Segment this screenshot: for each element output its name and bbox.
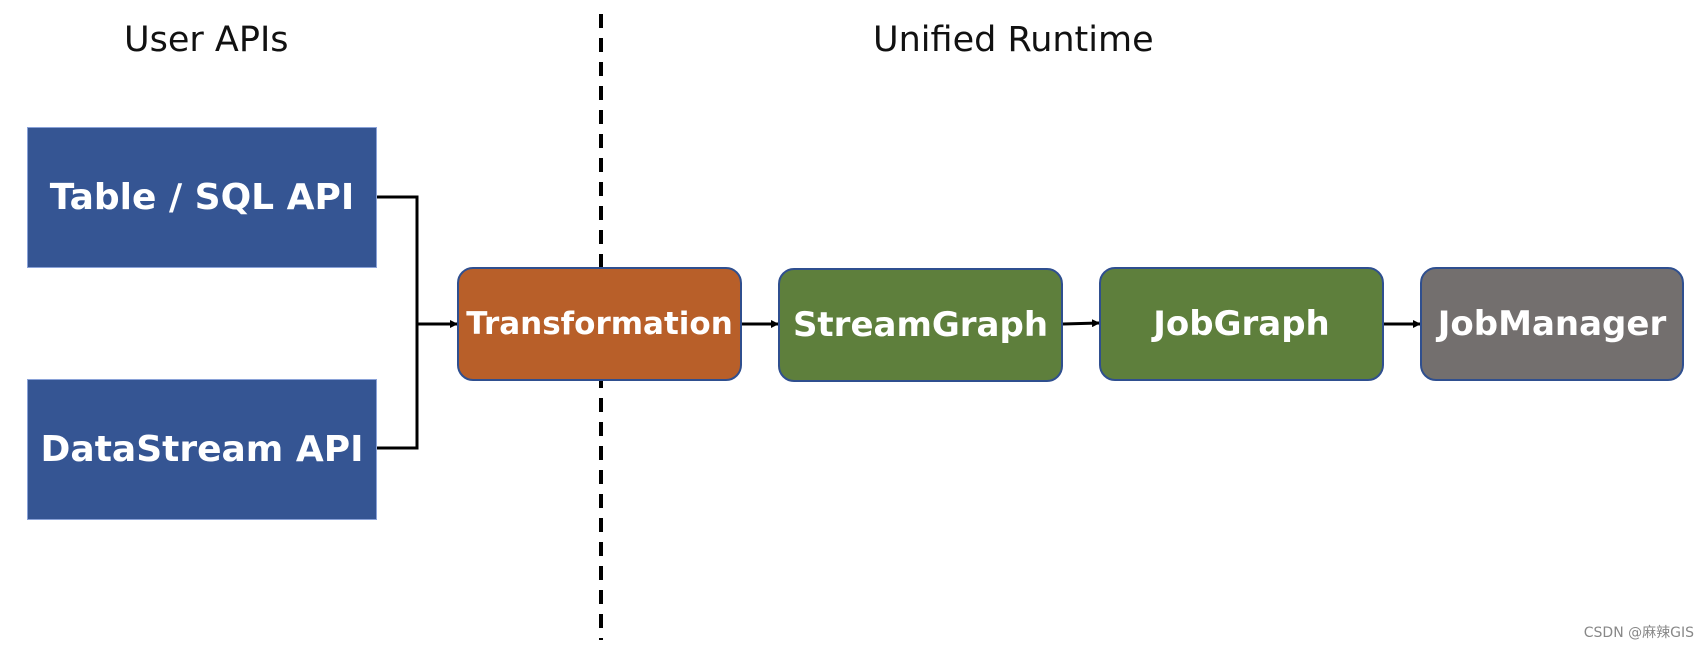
jobmanager-node: JobManager <box>1420 267 1684 381</box>
watermark: CSDN @麻辣GIS <box>1583 625 1694 641</box>
datastream-api-box: DataStream API <box>27 379 377 520</box>
edge-streamgraph-to-jobgraph <box>1062 319 1100 328</box>
streamgraph-node: StreamGraph <box>778 268 1063 382</box>
unified-runtime-heading: Unified Runtime <box>873 20 1154 60</box>
user-apis-heading: User APIs <box>124 20 289 60</box>
transformation-node: Transformation <box>457 267 742 381</box>
jobgraph-node: JobGraph <box>1099 267 1384 381</box>
table-sql-api-box: Table / SQL API <box>27 127 377 268</box>
edge-table-sql-to-merge <box>377 195 419 324</box>
edge-datastream-to-merge <box>377 324 419 450</box>
